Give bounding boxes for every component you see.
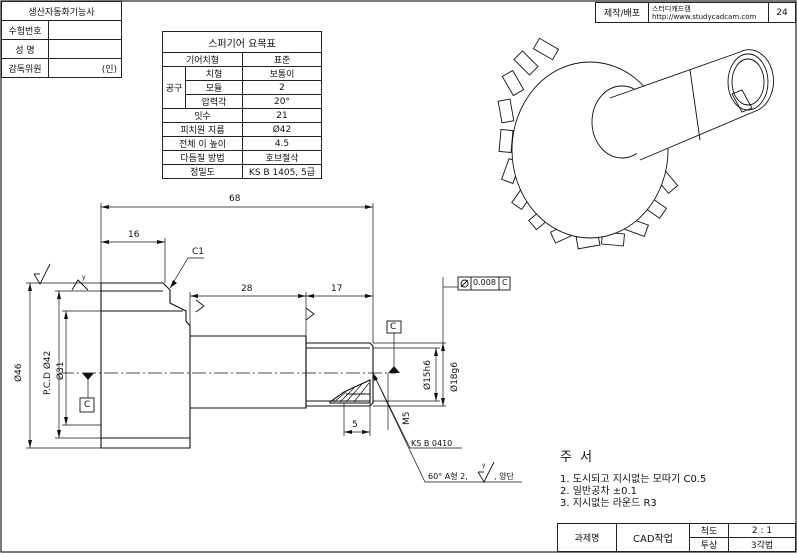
note-item: 1. 도시되고 지시없는 모따기 C0.5	[560, 474, 707, 485]
roughness-symbol-gear	[71, 279, 89, 291]
notes-list: 1. 도시되고 지시없는 모따기 C0.5 2. 일반공차 ±0.1 3. 지시…	[560, 474, 706, 510]
roughness-symbol-shaft-2	[305, 307, 315, 321]
notes-title: 주 서	[560, 450, 595, 465]
note-item: 3. 지시없는 라운드 R3	[560, 498, 657, 509]
dim-step-17: 17	[331, 284, 343, 294]
center-hole-standard: KS B 0410	[411, 439, 453, 448]
shaft-step-outline	[190, 335, 307, 409]
roughness-symbol-note	[477, 461, 495, 483]
keyway-outline	[329, 379, 371, 404]
exam-title: 생산자동화기능사	[1, 1, 122, 21]
distributor-box: 제작/배포 스터디캐드캠 http://www.studycadcam.com …	[595, 2, 796, 23]
dim-pitch-circle: P.C.D Ø42	[43, 350, 53, 395]
finish-method-value: 호브절삭	[242, 150, 322, 165]
surface-roughness-symbols	[33, 263, 495, 483]
center-hole-tail: , 양단	[494, 472, 514, 481]
gear-form-value: 표준	[242, 52, 322, 67]
dim-chamfer: C1	[192, 247, 205, 257]
module-value: 2	[242, 80, 322, 95]
candidate-info-box: 생산자동화기능사 수험번호 성 명 감독위원 (인)	[1, 1, 122, 78]
shaft-keyway	[731, 89, 753, 113]
dim-outer-diameter: Ø46	[14, 363, 24, 382]
datum-box-left	[79, 397, 95, 413]
gear-body-outline	[100, 282, 191, 449]
datum-triangle-left	[82, 373, 94, 380]
dim-large-shaft: Ø18g6	[450, 362, 460, 392]
dim-overall-length: 68	[229, 194, 241, 204]
note-item: 2. 일반공차 ±0.1	[560, 486, 637, 497]
tool-profile-label: 치형	[185, 66, 243, 81]
dim-thread: M5	[402, 411, 412, 426]
scale-label: 척도	[689, 523, 729, 538]
tooth-height-value: 4.5	[242, 136, 322, 151]
dim-small-shaft: Ø15h6	[423, 360, 433, 390]
name-label: 성 명	[1, 39, 49, 59]
arrow-heads	[28, 205, 445, 448]
exam-number-label: 수험번호	[1, 20, 49, 40]
roughness-mark-note: y	[482, 462, 486, 469]
pressure-angle-value: 20°	[242, 94, 322, 109]
module-label: 모듈	[185, 80, 243, 95]
datum-triangle-right	[388, 366, 400, 373]
accuracy-value: KS B 1405, 5급	[242, 164, 322, 179]
tool-profile-value: 보통이	[242, 66, 322, 81]
company-url[interactable]: http://www.studycadcam.com	[652, 12, 757, 21]
pitch-diameter-value: Ø42	[242, 122, 322, 137]
dim-root-diameter: Ø31	[56, 361, 66, 380]
gear-form-label: 기어치형	[162, 52, 243, 67]
isometric-gear-view	[497, 37, 774, 250]
supervisor-seal: (인)	[48, 58, 122, 78]
center-hole-note: 60° A형 2,	[428, 472, 468, 481]
teeth-count-value: 21	[242, 108, 322, 123]
dim-gear-width: 16	[128, 230, 140, 240]
roughness-symbol-top-left	[33, 263, 51, 285]
name-value[interactable]	[48, 39, 122, 59]
projection-value: 3각법	[728, 537, 796, 552]
scale-value: 2 : 1	[728, 523, 796, 538]
datum-label-left: C	[84, 400, 91, 410]
keyway-hatch	[333, 382, 370, 403]
projection-label: 투상	[689, 537, 729, 552]
tolerance-value: 0.008	[473, 278, 496, 287]
title-block: 과제명 CAD작업 척도 2 : 1 투상 3각법	[557, 523, 796, 552]
dim-keyway-width: 5	[352, 420, 358, 430]
exam-number-value[interactable]	[48, 20, 122, 40]
runout-icon	[460, 279, 469, 288]
small-shaft-outline	[306, 342, 374, 407]
annotation-frames	[79, 276, 511, 413]
company-name: 스터디캐드캠	[652, 4, 691, 13]
accuracy-label: 정밀도	[162, 164, 243, 179]
sheet-number: 24	[768, 2, 796, 23]
subject-label: 과제명	[557, 523, 617, 552]
tolerance-datum: C	[502, 278, 508, 287]
shaft-front-view	[100, 282, 374, 449]
shaft-end-chamfer	[731, 58, 765, 106]
tolerance-frame	[457, 276, 511, 291]
tooth-height-label: 전체 이 높이	[162, 136, 243, 151]
pitch-diameter-label: 피치원 지름	[162, 122, 243, 137]
roughness-symbol-shaft-1	[195, 299, 205, 313]
gear-spec-table: 스퍼기어 요목표 기어치형 표준 공구 치형 보통이 모듈 2 압력각 20° …	[162, 31, 322, 179]
datum-box-right	[386, 320, 402, 334]
gear-table-title: 스퍼기어 요목표	[162, 31, 322, 53]
finish-method-label: 다듬질 방법	[162, 150, 243, 165]
supervisor-label: 감독위원	[1, 58, 49, 78]
pressure-angle-label: 압력각	[185, 94, 243, 109]
dim-step-28: 28	[241, 284, 253, 294]
distributor-label: 제작/배포	[595, 2, 649, 23]
subject-value: CAD작업	[616, 523, 690, 552]
datum-label-right: C	[390, 322, 397, 332]
roughness-mark-gear: y	[82, 274, 86, 281]
tool-group-label: 공구	[162, 66, 186, 109]
teeth-count-label: 잇수	[162, 108, 243, 123]
